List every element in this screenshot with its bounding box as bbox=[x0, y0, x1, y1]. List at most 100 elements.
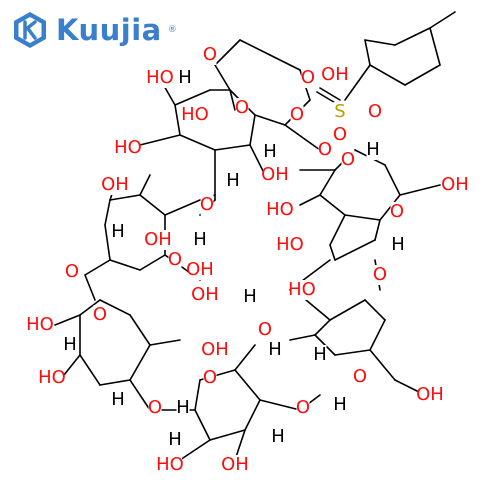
atom-label: OH bbox=[201, 339, 229, 360]
atom-label: O bbox=[318, 139, 332, 160]
atom-label: O bbox=[93, 304, 107, 325]
bond-line bbox=[234, 344, 256, 371]
bond-line bbox=[214, 144, 251, 151]
atom-label: H bbox=[111, 221, 125, 242]
bond-line bbox=[129, 344, 151, 381]
bond-line bbox=[129, 379, 151, 411]
atom-label: O bbox=[290, 104, 304, 125]
double-bond-line bbox=[319, 87, 341, 101]
bond-line bbox=[364, 299, 386, 321]
atom-label: H bbox=[111, 389, 125, 410]
atom-label-background bbox=[226, 171, 240, 191]
atom-label: O bbox=[148, 397, 162, 418]
atom-label-background bbox=[235, 98, 249, 118]
atom-label: O bbox=[301, 67, 315, 88]
atom-label: HO bbox=[156, 454, 184, 475]
atom-label: H bbox=[333, 394, 347, 415]
atom-label: HO bbox=[181, 104, 209, 125]
bond-line bbox=[99, 379, 131, 386]
atom-label-background bbox=[183, 105, 207, 125]
atom-label-background bbox=[203, 45, 217, 65]
bond-line bbox=[99, 299, 131, 316]
atom-label-background bbox=[391, 235, 405, 255]
bond-line bbox=[329, 299, 366, 321]
atom-label-background bbox=[65, 262, 79, 282]
atom-label-background bbox=[368, 102, 382, 122]
atom-label-background bbox=[418, 385, 442, 405]
bond-line bbox=[174, 89, 211, 106]
bond-line bbox=[174, 104, 181, 136]
atom-label-background bbox=[148, 398, 162, 418]
atom-label: O bbox=[168, 249, 182, 270]
atom-label-background bbox=[290, 105, 304, 125]
atom-label: H bbox=[178, 67, 192, 88]
atom-label-background bbox=[40, 368, 64, 388]
bond-line bbox=[364, 39, 371, 66]
bond-line bbox=[284, 124, 321, 151]
atom-label: HO bbox=[146, 67, 174, 88]
atom-label-background bbox=[341, 150, 355, 170]
bond-line bbox=[404, 64, 441, 86]
atom-label: HO bbox=[114, 137, 142, 158]
atom-label: H bbox=[366, 139, 380, 160]
bond-line bbox=[319, 169, 336, 196]
atom-label: H bbox=[391, 234, 405, 255]
atom-label: O bbox=[390, 201, 404, 222]
bond-line bbox=[209, 429, 246, 441]
atom-label: O bbox=[235, 97, 249, 118]
atom-label: H bbox=[63, 334, 77, 355]
atom-label: O bbox=[341, 149, 355, 170]
bond-line bbox=[84, 274, 96, 301]
bond-line bbox=[249, 114, 256, 146]
atom-label: H bbox=[176, 397, 190, 418]
atom-label: OH bbox=[101, 174, 129, 195]
atom-label-background bbox=[366, 140, 380, 160]
bond-line bbox=[194, 379, 201, 411]
bond-line bbox=[249, 144, 266, 176]
bond-line bbox=[344, 64, 371, 101]
bond-line bbox=[109, 194, 141, 201]
atom-label-background bbox=[243, 287, 257, 307]
atom-label: O bbox=[200, 194, 214, 215]
atom-label: OH bbox=[221, 454, 249, 475]
bond-line bbox=[369, 319, 386, 351]
bond-line bbox=[104, 224, 111, 261]
atom-label: O bbox=[373, 264, 387, 285]
bond-line bbox=[369, 349, 396, 381]
atom-label-background bbox=[318, 140, 332, 160]
bond-line bbox=[289, 334, 316, 341]
atom-label-background bbox=[333, 102, 347, 122]
atom-label-background bbox=[333, 395, 347, 415]
atom-label: HO bbox=[26, 314, 54, 335]
bond-line bbox=[54, 314, 81, 326]
atom-label: O bbox=[333, 124, 347, 145]
brand-logo: Kuujia ® bbox=[10, 10, 177, 50]
atom-label-background bbox=[93, 305, 107, 325]
bond-line bbox=[164, 199, 201, 216]
atom-label-background bbox=[223, 455, 247, 475]
atom-label-background bbox=[290, 280, 314, 300]
bond-line bbox=[149, 339, 181, 346]
bond-line bbox=[329, 244, 336, 261]
bond-line bbox=[129, 314, 151, 346]
atom-label: HO bbox=[276, 234, 304, 255]
atom-label-background bbox=[263, 142, 277, 162]
bond-line bbox=[379, 194, 401, 221]
atom-label-background bbox=[323, 65, 347, 85]
atom-label-background bbox=[158, 455, 182, 475]
bond-line bbox=[429, 27, 441, 66]
brand-name: Kuujia bbox=[56, 13, 162, 47]
atom-label-background bbox=[200, 195, 214, 215]
bond-line bbox=[254, 114, 286, 126]
atom-label-background bbox=[168, 250, 182, 270]
atom-label: OH bbox=[186, 259, 214, 280]
atom-label-background bbox=[258, 320, 272, 340]
bond-line bbox=[139, 134, 181, 146]
atom-label-background bbox=[176, 398, 190, 418]
atom-label-background bbox=[188, 260, 212, 280]
atom-label-background bbox=[373, 265, 387, 285]
bond-line bbox=[79, 299, 101, 316]
